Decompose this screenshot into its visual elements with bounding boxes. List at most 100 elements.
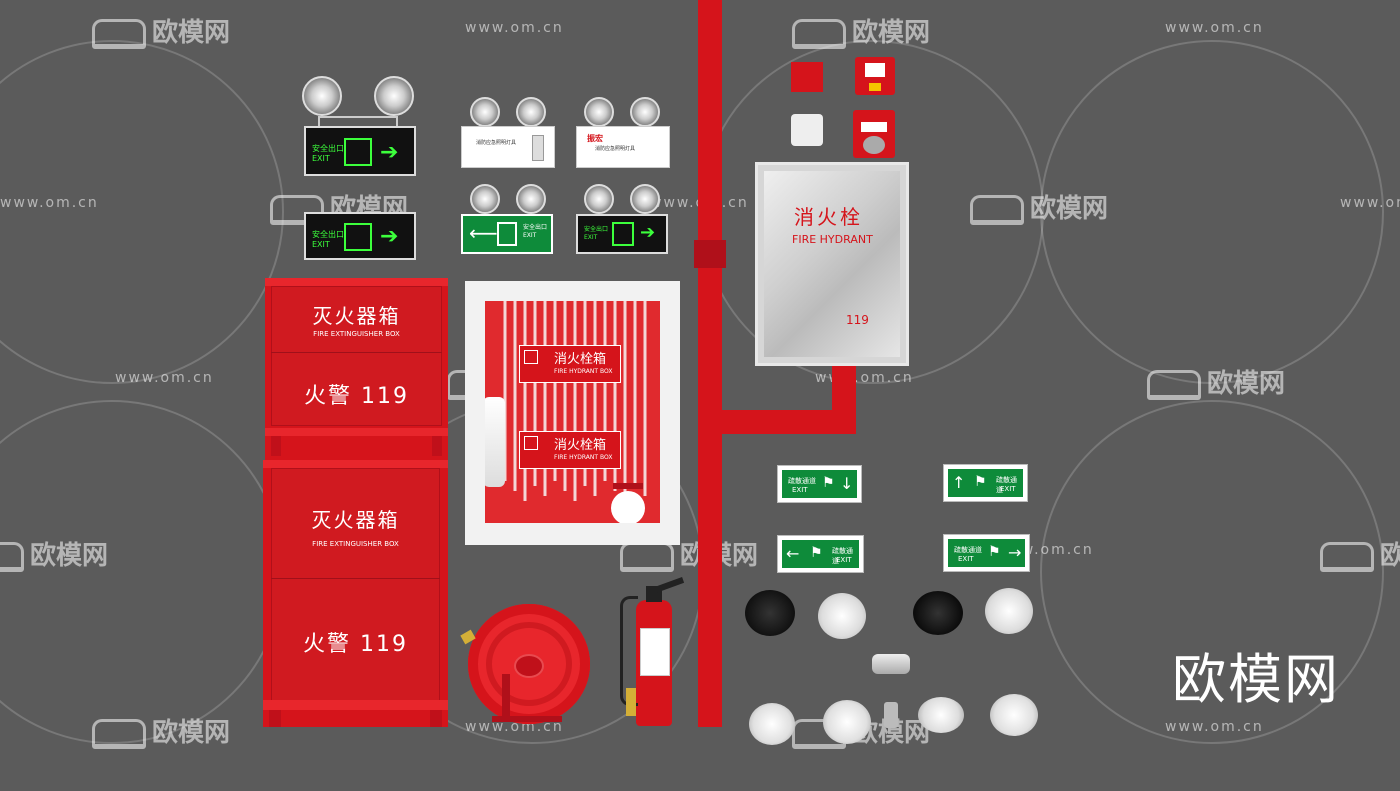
hydrant-label: 消火栓箱 FIRE HYDRANT BOX — [519, 345, 621, 383]
nozzle — [485, 397, 505, 487]
watermark-brand: 欧模网 — [792, 12, 930, 49]
fire-pipe-vertical — [698, 0, 722, 727]
glass-hydrant-subtitle: FIRE HYDRANT — [792, 233, 873, 246]
evacuation-sign: 疏散通道 EXIT ⚑ → — [943, 534, 1030, 572]
emergency-lamp — [584, 184, 614, 214]
watermark-url: www.om.cn — [1165, 719, 1264, 735]
watermark-brand: 欧模网 — [1147, 363, 1285, 400]
evac-sign-en: EXIT — [1000, 485, 1016, 493]
hydrant-title: 消火栓箱 — [554, 438, 607, 453]
running-man-icon: ⚑ — [822, 475, 835, 491]
running-man-icon — [344, 223, 372, 251]
running-man-icon: ⚑ — [974, 474, 987, 490]
watermark-brand: 欧模网 — [0, 535, 108, 572]
evac-sign-cn: 疏散通道 — [954, 546, 982, 554]
lamp-bracket — [318, 116, 398, 126]
bg-circle — [0, 40, 284, 384]
exit-sign-en: EXIT — [312, 240, 330, 249]
hydrant-title: 消火栓箱 — [554, 352, 607, 367]
hydrant-subtitle: FIRE HYDRANT BOX — [554, 368, 613, 375]
glass-fire-hydrant-cabinet: 消火栓 FIRE HYDRANT 119 — [755, 162, 909, 366]
emergency-lamp — [516, 97, 546, 127]
box-title: 灭火器箱 — [312, 304, 401, 328]
arrow-up-icon: ↑ — [952, 473, 966, 492]
box-alarm: 火警 119 — [303, 632, 408, 657]
smoke-detector — [990, 694, 1038, 736]
emergency-lamp — [516, 184, 546, 214]
watermark-brand: 欧模网 — [1320, 535, 1400, 572]
watermark-url: www.om.cn — [1165, 20, 1264, 36]
evac-sign-cn: 疏散通道 — [996, 476, 1017, 494]
smoke-detector — [918, 697, 964, 733]
smoke-detector — [749, 703, 795, 745]
speaker-detector — [913, 591, 963, 635]
fire-extinguisher-box: 灭火器箱 FIRE EXTINGUISHER BOX 火警 119 — [263, 460, 448, 727]
emergency-light-panel: 消防应急照明灯具 — [461, 126, 555, 168]
emergency-lamp — [584, 97, 614, 127]
evacuation-sign: ← ⚑ 疏散通道 EXIT — [777, 535, 864, 573]
emergency-lamp — [470, 97, 500, 127]
smoke-detector — [818, 593, 866, 639]
watermark-url: www.om.cn — [0, 195, 99, 211]
running-man-icon: ⚑ — [810, 545, 823, 561]
exit-sign-cn: 安全出口 — [312, 144, 344, 153]
manual-alarm-box — [791, 62, 823, 92]
watermark-url: www.om.cn — [815, 370, 914, 386]
watermark-url: www.om.cn — [465, 20, 564, 36]
watermark-brand-large: 欧模网 — [1172, 648, 1340, 711]
smoke-alarm-base — [791, 114, 823, 146]
emergency-lamp — [302, 76, 342, 116]
emergency-light-panel: 振宏 消防应急照明灯具 — [576, 126, 670, 168]
fire-extinguisher-box: 灭火器箱 FIRE EXTINGUISHER BOX 火警 119 — [265, 278, 448, 460]
bg-circle — [1040, 40, 1384, 384]
fire-extinguisher — [616, 577, 685, 727]
box-subtitle: FIRE EXTINGUISHER BOX — [312, 540, 399, 548]
evac-sign-cn: 疏散通道 — [788, 477, 816, 485]
arrow-right-icon: ➔ — [380, 224, 399, 249]
exit-sign-en: EXIT — [312, 154, 330, 163]
box-subtitle: FIRE EXTINGUISHER BOX — [313, 330, 400, 338]
hose-reel — [460, 604, 590, 724]
running-man-icon — [497, 222, 517, 246]
hydrant-label: 消火栓箱 FIRE HYDRANT BOX — [519, 431, 621, 469]
evacuation-sign: ↑ ⚑ 疏散通道 EXIT — [943, 464, 1028, 502]
emergency-light-brand: 振宏 — [587, 134, 603, 143]
fire-pipe-riser — [832, 364, 856, 434]
watermark-brand: 欧模网 — [970, 188, 1108, 225]
arrow-right-icon: → — [1008, 543, 1022, 562]
evacuation-sign: 疏散通道 EXIT ⚑ ↓ — [777, 465, 862, 503]
alarm-sounder — [853, 110, 895, 158]
sprinkler-head — [884, 702, 898, 728]
running-man-icon: ⚑ — [988, 544, 1001, 560]
arrow-right-icon: ➔ — [640, 222, 656, 243]
fire-hydrant-box: 消火栓箱 FIRE HYDRANT BOX 消火栓箱 FIRE HYDRANT … — [465, 281, 680, 545]
emergency-light-label: 消防应急照明灯具 — [595, 146, 636, 152]
arrow-right-icon: ➔ — [380, 140, 399, 165]
evac-sign-en: EXIT — [836, 556, 852, 564]
emergency-lamp — [470, 184, 500, 214]
watermark-brand: 欧模网 — [92, 12, 230, 49]
exit-sign-en: EXIT — [584, 234, 598, 241]
watermark-url: www.om.cn — [1340, 195, 1400, 211]
arrow-left-icon: ⟵ — [469, 221, 498, 245]
smoke-detector — [823, 700, 871, 744]
exit-sign-cn: 安全出口 — [523, 224, 548, 231]
emergency-lamp — [630, 97, 660, 127]
exit-sign-cn: 安全出口 — [312, 230, 344, 239]
running-man-icon — [612, 222, 634, 246]
glass-hydrant-number: 119 — [846, 313, 869, 327]
hose-coil-graphic — [503, 301, 647, 501]
evac-sign-en: EXIT — [792, 486, 808, 494]
box-alarm: 火警 119 — [304, 384, 409, 409]
evac-sign-cn: 疏散通道 — [832, 547, 853, 565]
exit-sign-en: EXIT — [523, 232, 537, 239]
watermark-url: www.om.cn — [115, 370, 214, 386]
valve-icon — [611, 491, 645, 523]
smoke-detector — [985, 588, 1033, 634]
exit-sign-cn: 安全出口 — [584, 226, 609, 233]
emergency-light-label: 消防应急照明灯具 — [476, 140, 517, 146]
box-title: 灭火器箱 — [311, 508, 400, 532]
